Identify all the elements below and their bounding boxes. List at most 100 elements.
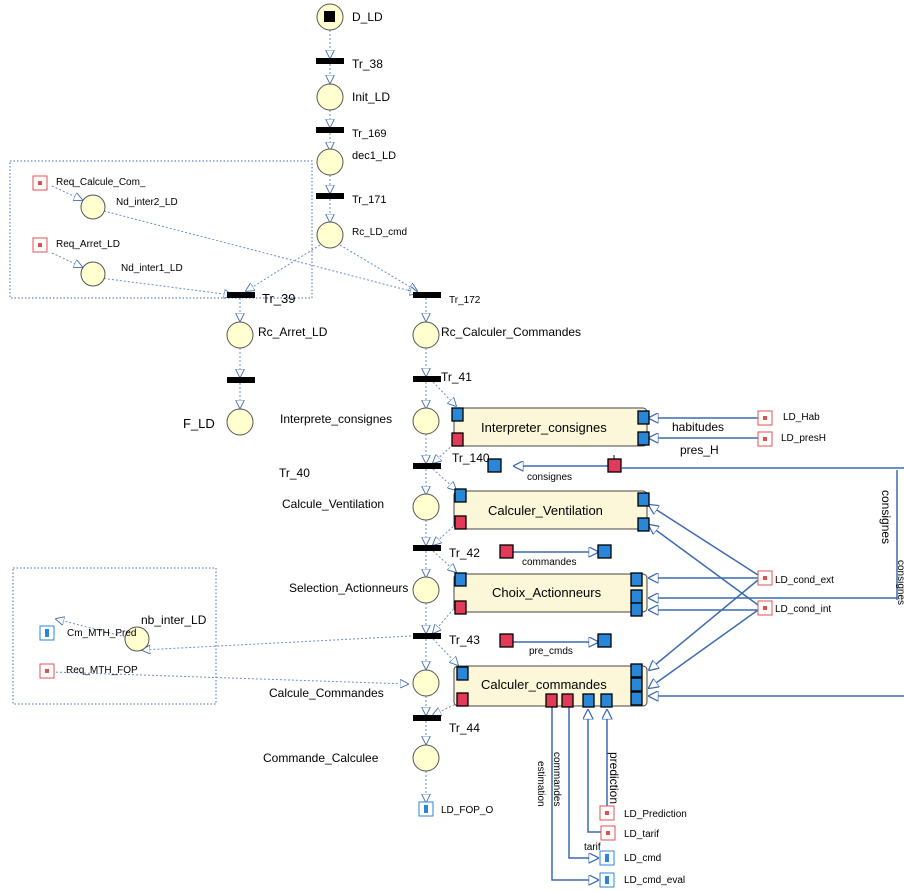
port-out-icon[interactable]	[499, 544, 514, 559]
transition-tr41[interactable]	[413, 376, 441, 382]
port-out-icon[interactable]	[456, 692, 469, 707]
box-calculer-ventilation[interactable]	[453, 490, 648, 530]
label-selection: Selection_Actionneurs	[289, 581, 408, 595]
start-marker-icon	[324, 11, 335, 22]
transition-tr39[interactable]	[227, 292, 255, 298]
port-out-icon[interactable]	[561, 693, 574, 708]
place-calcule-cmd[interactable]	[412, 669, 440, 697]
place-nb-inter[interactable]	[124, 626, 150, 652]
label-ld-cmd-eval: LD_cmd_eval	[624, 875, 685, 886]
port-out-icon[interactable]	[454, 515, 467, 530]
labels: D_LD Tr_38 Init_LD Tr_169 dec1_LD Tr_171…	[56, 10, 904, 886]
transition-tr171[interactable]	[316, 193, 344, 199]
place-f-ld[interactable]	[226, 408, 254, 436]
label-nd-inter2: Nd_inter2_LD	[116, 197, 178, 208]
port-in-icon[interactable]	[630, 691, 643, 706]
port-in-icon[interactable]	[630, 663, 643, 678]
external-icons	[32, 175, 773, 888]
transition-tr172[interactable]	[413, 292, 441, 298]
transition-arret[interactable]	[227, 377, 255, 383]
transition-tr43[interactable]	[413, 633, 441, 639]
transition-tr169[interactable]	[316, 127, 344, 133]
label-pre-cmds: pre_cmds	[529, 646, 573, 657]
place-nd-inter2[interactable]	[80, 194, 106, 220]
port-out-icon[interactable]	[545, 693, 558, 708]
box-choix-actionneurs[interactable]	[453, 573, 648, 613]
place-calcule-vent[interactable]	[412, 493, 440, 521]
label-ld-fop-o: LD_FOP_O	[441, 805, 493, 816]
label-req-mth-fop: Req_MTH_FOP	[66, 665, 138, 676]
transition-tr44[interactable]	[413, 715, 441, 721]
label-consignes-vert: consignes	[879, 490, 893, 544]
place-commande-calc[interactable]	[412, 744, 440, 772]
label-tr41: Tr_41	[441, 370, 472, 384]
label-tr43: Tr_43	[449, 633, 480, 647]
label-tr38: Tr_38	[352, 57, 383, 71]
label-cm-mth-pred: Cm_MTH_Pred	[67, 628, 136, 639]
label-init-ld: Init_LD	[352, 90, 390, 104]
port-out-icon[interactable]	[454, 600, 467, 615]
label-box-commandes: Calculer_commandes	[481, 677, 607, 692]
port-out-icon[interactable]	[451, 432, 464, 447]
box-interpreter-consignes[interactable]	[453, 407, 648, 447]
label-habitudes: habitudes	[672, 420, 724, 434]
port-in-icon[interactable]	[637, 431, 650, 446]
label-tr171: Tr_171	[352, 194, 386, 206]
place-rc-arret[interactable]	[226, 321, 254, 349]
label-box-choix: Choix_Actionneurs	[492, 585, 602, 600]
port-in-icon[interactable]	[597, 544, 612, 559]
control-arcs	[51, 30, 458, 802]
label-tr140: Tr_140	[452, 451, 490, 465]
transition-tr140[interactable]	[413, 463, 441, 469]
place-rc-ld-cmd[interactable]	[316, 221, 344, 249]
label-rc-arret: Rc_Arret_LD	[258, 325, 328, 339]
port-in-icon[interactable]	[451, 407, 464, 422]
label-ld-cond-ext: LD_cond_ext	[775, 575, 834, 586]
port-in-icon[interactable]	[630, 572, 643, 587]
port-in-icon[interactable]	[637, 492, 650, 507]
port-in-icon[interactable]	[454, 572, 467, 587]
label-tr169: Tr_169	[352, 128, 386, 140]
label-f-ld: F_LD	[183, 416, 215, 431]
label-prediction: prediction	[607, 752, 621, 804]
label-pres-h: pres_H	[680, 443, 719, 457]
label-dec1-ld: dec1_LD	[352, 150, 396, 162]
place-dec1-ld[interactable]	[316, 148, 344, 176]
label-ld-tarif: LD_tarif	[624, 829, 659, 840]
port-in-icon[interactable]	[630, 602, 643, 617]
places	[80, 3, 440, 772]
label-ld-presh: LD_presH	[781, 433, 826, 444]
label-tr42: Tr_42	[449, 546, 480, 560]
port-out-icon[interactable]	[499, 633, 514, 648]
port-in-icon[interactable]	[487, 458, 502, 473]
data-flows	[508, 418, 904, 880]
label-tr44: Tr_44	[449, 721, 480, 735]
label-tarif: tarif	[584, 842, 601, 853]
process-boxes	[453, 407, 648, 707]
port-in-icon[interactable]	[637, 517, 650, 532]
port-in-icon[interactable]	[456, 666, 469, 681]
label-tr40: Tr_40	[279, 466, 310, 480]
label-calcule-cmd: Calcule_Commandes	[269, 686, 384, 700]
label-box-ventilation: Calculer_Ventilation	[488, 503, 603, 518]
label-ld-cmd: LD_cmd	[624, 853, 661, 864]
port-in-icon[interactable]	[597, 633, 612, 648]
place-rc-calculer[interactable]	[412, 321, 440, 349]
label-tr172: Tr_172	[449, 295, 481, 306]
port-in-icon[interactable]	[600, 693, 613, 708]
port-out-icon[interactable]	[607, 458, 622, 473]
port-in-icon[interactable]	[637, 410, 650, 425]
port-in-icon[interactable]	[630, 589, 643, 604]
label-rc-calculer: Rc_Calculer_Commandes	[441, 325, 581, 339]
transition-tr38[interactable]	[316, 58, 344, 64]
label-consignes-small: consignes	[527, 472, 572, 483]
label-commandes-v: commandes	[551, 752, 562, 806]
transition-tr42[interactable]	[413, 545, 441, 551]
port-in-icon[interactable]	[454, 488, 467, 503]
place-nd-inter1[interactable]	[80, 261, 106, 287]
place-interprete[interactable]	[412, 407, 440, 435]
port-in-icon[interactable]	[582, 693, 595, 708]
place-init-ld[interactable]	[316, 83, 344, 111]
place-selection[interactable]	[412, 576, 440, 604]
port-in-icon[interactable]	[630, 677, 643, 692]
